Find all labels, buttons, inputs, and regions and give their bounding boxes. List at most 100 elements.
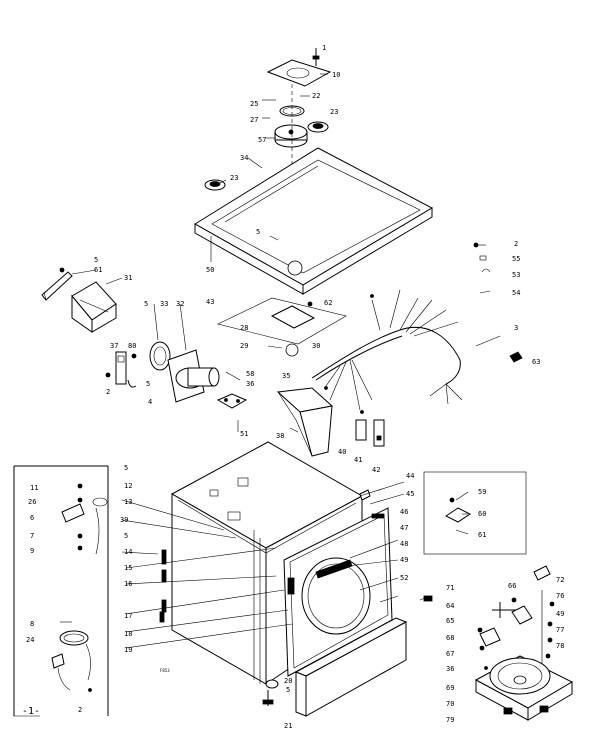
- callout: 36: [246, 380, 254, 388]
- callout: 2: [514, 240, 518, 248]
- callout: 25: [250, 100, 258, 108]
- callout: 78: [556, 642, 564, 650]
- callout: 77: [556, 626, 564, 634]
- front-panel: [283, 507, 393, 677]
- callout: 5: [286, 686, 290, 694]
- lamp-housing: [71, 281, 117, 333]
- callout: 33: [160, 300, 168, 308]
- callout: 62: [324, 299, 332, 307]
- callout: 59: [478, 488, 486, 496]
- callout: 5: [124, 532, 128, 540]
- heater-assembly: [477, 565, 555, 670]
- callout: 21: [284, 722, 292, 730]
- callout: 18: [124, 630, 132, 638]
- callout: 13: [124, 498, 132, 506]
- callout: 2: [106, 388, 110, 396]
- callout: 38: [276, 432, 284, 440]
- callout: 31: [124, 274, 132, 282]
- callout: 19: [124, 646, 132, 654]
- callout: 66: [508, 582, 516, 590]
- callout: 80: [128, 342, 136, 350]
- callout: 5: [94, 256, 98, 264]
- callout: 76: [556, 592, 564, 600]
- belt-switch: [216, 393, 248, 432]
- callout: 20: [284, 677, 292, 685]
- callout: 39: [120, 516, 128, 524]
- air-duct: [276, 387, 334, 457]
- callout: 34: [240, 154, 248, 162]
- small-screws-right: [473, 242, 491, 294]
- callout: 51: [240, 430, 248, 438]
- door-hinge-box: [423, 471, 527, 555]
- callout: 37: [110, 342, 118, 350]
- callout: 42: [372, 466, 380, 474]
- callout: 30: [312, 342, 320, 350]
- callout: 68: [446, 634, 454, 642]
- callout: 29: [240, 342, 248, 350]
- callout: 36: [446, 665, 454, 673]
- cabinet-feet: [262, 679, 279, 706]
- callout: 45: [406, 490, 414, 498]
- callout: 41: [354, 456, 362, 464]
- callout: 58: [246, 370, 254, 378]
- callout: 44: [406, 472, 414, 480]
- callout: 7: [30, 532, 34, 540]
- mounting-plate: [217, 297, 347, 357]
- top-bracket: [266, 48, 332, 87]
- callout: 52: [400, 574, 408, 582]
- callout: 5: [124, 464, 128, 472]
- callout: 50: [206, 266, 214, 274]
- connector-63: [509, 351, 523, 363]
- callout: 67: [446, 650, 454, 658]
- callout: 47: [400, 524, 408, 532]
- callout: 48: [400, 540, 408, 548]
- callout: 79: [446, 716, 454, 724]
- callout: 60: [478, 510, 486, 518]
- callout: 43: [206, 298, 214, 306]
- inset-marker: -1-: [22, 706, 40, 717]
- inset-detail-box: [13, 465, 109, 717]
- callout: 63: [532, 358, 540, 366]
- callout: 55: [512, 255, 520, 263]
- callout: 4: [148, 398, 152, 406]
- blower-bracket: [105, 351, 137, 388]
- callout: 27: [250, 116, 258, 124]
- callout: 22: [312, 92, 320, 100]
- blower-housing: [149, 341, 220, 403]
- callout: 12: [124, 482, 132, 490]
- callout: 65: [446, 617, 454, 625]
- callout: 46: [400, 508, 408, 516]
- callout: 6: [30, 514, 34, 522]
- callout: 61: [94, 266, 102, 274]
- bearing-right: [307, 121, 329, 133]
- callout: 5: [256, 228, 260, 236]
- drum-base: [474, 655, 574, 721]
- top-panel: [194, 147, 434, 295]
- callout: 40: [338, 448, 346, 456]
- part-code: F853: [160, 668, 170, 673]
- callout: 10: [332, 71, 340, 79]
- callout: 8: [30, 620, 34, 628]
- callout: 26: [28, 498, 36, 506]
- callout: 15: [124, 564, 132, 572]
- callout: 64: [446, 602, 454, 610]
- bearing-left: [204, 179, 226, 191]
- callout: 49: [400, 556, 408, 564]
- callout: 57: [258, 136, 266, 144]
- callout: 69: [446, 684, 454, 692]
- side-strip: [359, 489, 433, 602]
- callout: 32: [176, 300, 184, 308]
- callout: 72: [556, 576, 564, 584]
- callout: 11: [30, 484, 38, 492]
- callout: 16: [124, 580, 132, 588]
- callout: 54: [512, 289, 520, 297]
- callout: 23: [230, 174, 238, 182]
- leader-lines: [71, 73, 501, 649]
- toe-panel: [294, 617, 408, 717]
- lamp-bracket: [41, 267, 73, 301]
- callout: 70: [446, 700, 454, 708]
- callout: 28: [240, 324, 248, 332]
- callout: 1: [322, 44, 326, 52]
- callout: 35: [282, 372, 290, 380]
